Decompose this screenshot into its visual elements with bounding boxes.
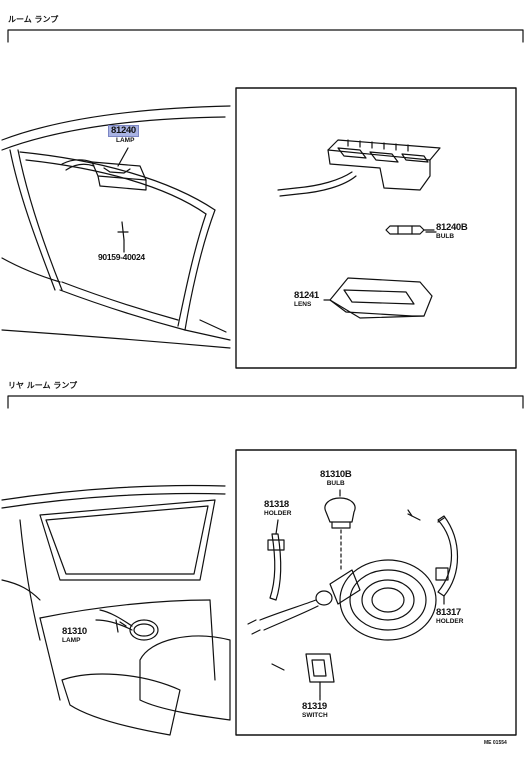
part-label-81310[interactable]: 81310 LAMP: [62, 626, 87, 645]
part-number: 81317: [436, 607, 461, 618]
part-label-81241[interactable]: 81241 LENS: [294, 290, 319, 309]
part-label-81317[interactable]: 81317 HOLDER: [436, 607, 464, 626]
part-number: 81241: [294, 290, 319, 301]
part-name: BULB: [436, 233, 455, 240]
holder-81317: [437, 515, 459, 597]
part-number: 81240B: [436, 222, 468, 233]
windshield-scene: [1, 105, 231, 349]
rear-cabin-scene: [1, 484, 231, 736]
rear-lamp-81310: [129, 619, 159, 641]
festoon-bulb-81240b: [385, 225, 425, 235]
part-label-81310b[interactable]: 81310B BULB: [320, 469, 352, 488]
top-inset-frame: [235, 87, 517, 369]
part-name: BULB: [326, 480, 345, 487]
part-name: LAMP: [62, 637, 81, 644]
part-number: 81310: [62, 626, 87, 637]
lens-81241: [329, 277, 433, 319]
section-title-room-lamp: ルーム ランプ: [8, 15, 59, 24]
rear-seat: [139, 635, 231, 721]
screw-bottom: [271, 663, 285, 671]
wedge-bulb-81310b: [324, 497, 356, 523]
part-number: 81310B: [320, 469, 352, 480]
part-number: 81318: [264, 499, 289, 510]
room-lamp-exploded: [277, 139, 441, 319]
section-title-rear-room-lamp: リヤ ルーム ランプ: [8, 381, 78, 390]
holder-81318: [269, 533, 282, 601]
part-label-81240b[interactable]: 81240B BULB: [436, 222, 468, 241]
screw-top: [407, 513, 421, 521]
bottom-inset-frame: [235, 449, 517, 736]
part-name: HOLDER: [436, 618, 464, 625]
rear-lamp-housing: [339, 559, 437, 641]
rear-lamp-exploded: [247, 497, 459, 697]
part-number: 81240: [108, 125, 139, 137]
screw-90159: [121, 221, 125, 241]
diagram-code: ME 01554: [484, 740, 507, 746]
bottom-section-bracket: [7, 395, 524, 409]
part-name: LAMP: [116, 137, 135, 144]
part-label-81319[interactable]: 81319 SWITCH: [302, 701, 328, 720]
part-label-81318[interactable]: 81318 HOLDER: [264, 499, 292, 518]
top-section-bracket: [7, 29, 524, 43]
part-number: 81319: [302, 701, 327, 712]
part-name: SWITCH: [302, 712, 328, 719]
part-label-81240[interactable]: 81240 LAMP: [108, 125, 139, 144]
switch-81319: [305, 653, 335, 683]
part-name: LENS: [294, 301, 312, 308]
part-label-90159-40024[interactable]: 90159-40024: [98, 252, 145, 262]
part-name: HOLDER: [264, 510, 292, 517]
